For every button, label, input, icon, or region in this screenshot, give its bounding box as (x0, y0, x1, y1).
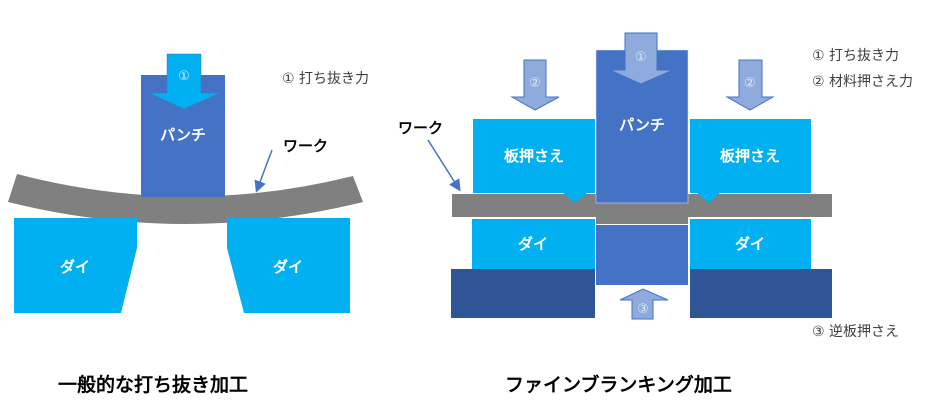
fine-blanking: ① ② ② ③ パンチ 板押さえ 板押さえ ダイ ダイ ワーク ① 打ち抜き力 … (398, 32, 913, 396)
work-slug (596, 203, 688, 224)
holding-force-arrow-right (725, 59, 775, 111)
holder-left (473, 119, 595, 193)
holding-force-arrow-left (510, 59, 560, 111)
die-left (14, 218, 137, 313)
work-label: ワーク (283, 137, 328, 155)
die-right-label: ダイ (273, 258, 303, 276)
arrow-2-number-left: ② (529, 76, 541, 91)
v-ring-left (563, 193, 587, 203)
holder-right-label: 板押さえ (720, 147, 780, 165)
legend-1: ① 打ち抜き力 (282, 70, 369, 87)
arrow-number: ① (178, 69, 190, 84)
title-conventional: 一般的な打ち抜き加工 (58, 373, 248, 396)
work-pointer-arrow (427, 139, 461, 192)
base-left (451, 269, 595, 318)
die-right (227, 218, 350, 313)
die-right (690, 219, 811, 269)
counter-force-arrow (619, 288, 669, 320)
title-fine-blanking: ファインブランキング加工 (505, 373, 732, 396)
work-sheet (8, 174, 363, 224)
legend-1: ① 打ち抜き力 (812, 47, 899, 64)
holder-left-label: 板押さえ (504, 147, 564, 165)
die-left-label: ダイ (518, 235, 548, 253)
work-label: ワーク (398, 119, 443, 137)
conventional-blanking: ① パンチ ダイ ダイ ワーク ① 打ち抜き力 一般的な打ち抜き加工 (8, 53, 369, 396)
die-right-label: ダイ (735, 235, 765, 253)
punch-force-arrow (148, 53, 221, 110)
legend-3: ③ 逆板押さえ (812, 324, 899, 340)
punch-label: パンチ (160, 126, 206, 144)
punch-label: パンチ (619, 116, 665, 134)
arrow-3-number: ③ (637, 302, 649, 317)
punching-force-arrow (609, 32, 674, 85)
arrow-1-number: ① (635, 50, 647, 65)
die-left (472, 219, 595, 269)
legend-2: ② 材料押さえ力 (812, 74, 913, 90)
counter-punch (596, 225, 688, 285)
holder-right (690, 119, 811, 193)
die-left-label: ダイ (60, 258, 90, 276)
arrow-2-number-right: ② (744, 76, 756, 91)
work-pointer-arrow (254, 149, 273, 193)
base-right (690, 269, 832, 318)
v-ring-right (697, 193, 720, 203)
